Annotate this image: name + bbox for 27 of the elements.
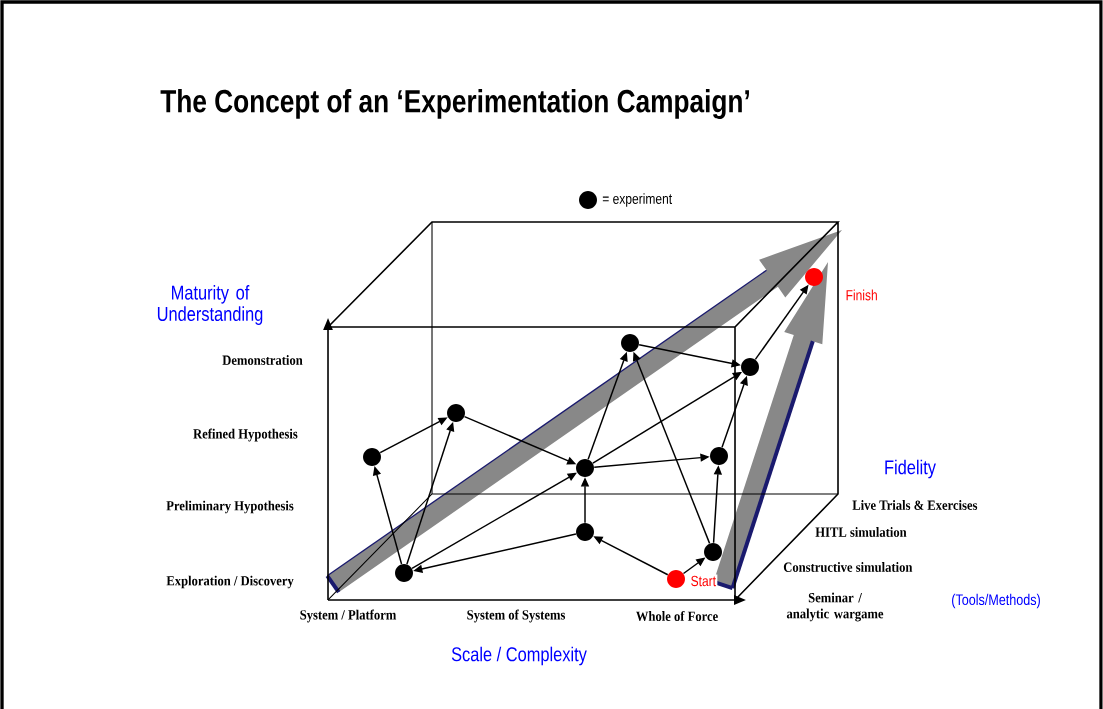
axis-label: Refined Hypothesis	[193, 428, 298, 442]
axis-label: Scale / Complexity	[451, 646, 587, 666]
dot-label: Finish	[844, 288, 879, 302]
axis-label: Live Trials & Exercises	[852, 500, 978, 510]
axis-label: Demonstration	[222, 355, 303, 365]
arrow	[411, 472, 577, 570]
axis-label: Whole of Force	[636, 610, 718, 622]
axis-label: System of Systems	[467, 609, 566, 623]
experiment-dot	[576, 523, 594, 541]
axis-label: Preliminary Hypothesis	[166, 500, 294, 514]
experiment-dot	[395, 564, 413, 582]
axis-label: Constructive simulation	[783, 562, 913, 572]
axis-label: Fidelity	[885, 459, 936, 479]
experiment-dot	[805, 268, 823, 286]
legend-text: = experiment	[602, 193, 673, 207]
experiment-dot	[447, 404, 465, 422]
axis-label: HITL simulation	[815, 527, 907, 537]
axis-label: (Tools/Methods)	[952, 593, 1040, 609]
experiment-dot	[621, 334, 639, 352]
experiment-dot	[704, 543, 722, 561]
dot-label: Start	[689, 574, 718, 588]
experiment-dot	[667, 570, 685, 588]
title: The Concept of an ‘Experimentation Campaign’	[160, 89, 749, 119]
axis-label: System / Platform	[300, 609, 397, 623]
axis-label: Exploration / Discovery	[166, 575, 294, 589]
axis-label: Seminar / analytic wargame	[786, 592, 884, 622]
axis-label: Maturity of Understanding	[157, 285, 263, 325]
